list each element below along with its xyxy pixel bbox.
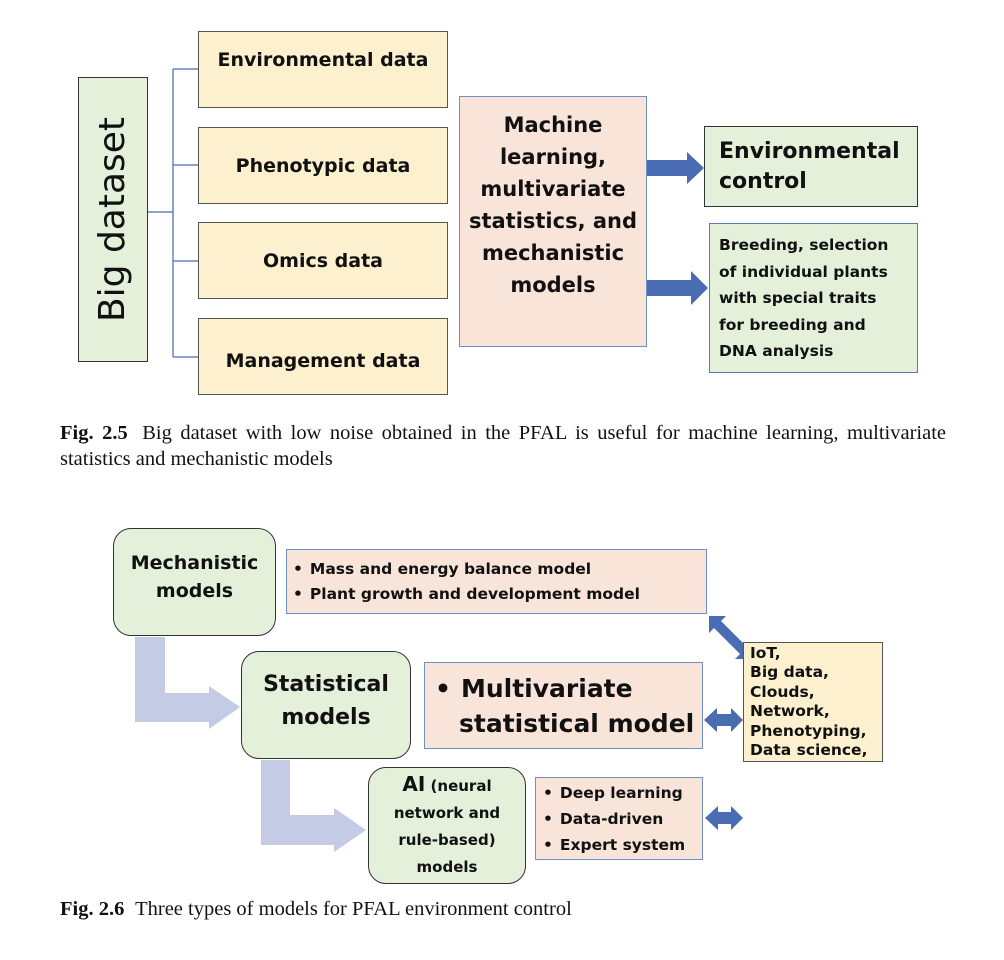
double-arrow-statistical-tech <box>704 708 743 732</box>
breeding-box: Breeding, selection of individual plants… <box>709 223 918 373</box>
methods-line: statistics, and <box>468 209 638 233</box>
statistical-item-line: statistical model <box>459 708 695 738</box>
input-label: Phenotypic data <box>235 154 411 177</box>
statistical-item-line: Multivariate <box>460 673 633 703</box>
tech-item: Big data, <box>750 663 829 681</box>
methods-line: models <box>510 273 596 297</box>
mechanistic-items-box: Mass and energy balance model Plant grow… <box>286 549 707 614</box>
control-line: control <box>719 168 807 194</box>
tech-item: IoT, <box>750 643 781 662</box>
statistical-items-box: •Multivariate statistical model <box>424 662 703 749</box>
caption-text: Three types of models for PFAL environme… <box>135 898 572 920</box>
methods-box: Machine learning, multivariate statistic… <box>459 96 647 347</box>
mechanistic-models-box: Mechanistic models <box>113 528 276 636</box>
ai-models-box: AI (neural network and rule-based) model… <box>368 767 526 884</box>
model-name-line: (neural <box>430 776 492 795</box>
environmental-control-box: Environmental control <box>704 126 918 207</box>
ai-item: Expert system <box>543 832 685 858</box>
statistical-item: •Multivariate statistical model <box>435 671 694 741</box>
control-line: Environmental <box>719 138 900 164</box>
ai-item: Deep learning <box>543 780 685 806</box>
methods-line: Machine <box>503 113 603 137</box>
methods-line: multivariate <box>480 177 626 201</box>
tree-connector <box>148 68 198 358</box>
input-box-omics: Omics data <box>198 222 448 299</box>
breeding-line: Breeding, selection <box>719 236 889 254</box>
model-name-line: models <box>416 857 478 876</box>
tech-item: Data science, <box>750 741 868 759</box>
ai-label: AI <box>402 771 426 796</box>
ai-items-box: Deep learning Data-driven Expert system <box>535 777 703 860</box>
breeding-line: for breeding and <box>719 315 866 334</box>
model-name-line: rule-based) <box>398 830 496 849</box>
arrow-statistical-to-ai <box>261 760 366 852</box>
breeding-line: with special traits <box>719 289 877 307</box>
big-dataset-label: Big dataset <box>92 116 134 323</box>
breeding-line: DNA analysis <box>719 342 834 360</box>
big-dataset-box: Big dataset <box>78 77 148 362</box>
statistical-models-box: Statistical models <box>241 651 411 759</box>
methods-line: mechanistic <box>481 241 625 265</box>
input-label: Management data <box>225 349 421 372</box>
tech-item: Phenotyping, <box>750 721 867 740</box>
figure-2-5-caption: Fig. 2.5 Big dataset with low noise obta… <box>60 420 946 472</box>
tech-item: Network, <box>750 702 830 720</box>
caption-label: Fig. 2.5 <box>60 422 128 444</box>
arrow-to-breeding <box>647 271 708 305</box>
technology-box: IoT, Big data, Clouds, Network, Phenotyp… <box>743 642 883 762</box>
model-name-line: models <box>155 580 234 602</box>
arrow-to-control <box>647 152 704 184</box>
model-name-line: network and <box>393 803 501 822</box>
double-arrow-mechanistic-tech <box>709 616 752 659</box>
model-name-line: Statistical <box>263 672 389 697</box>
double-arrow-ai-tech <box>705 806 743 830</box>
input-box-management: Management data <box>198 318 448 395</box>
input-label: Omics data <box>263 249 383 272</box>
input-label: Environmental data <box>217 48 429 71</box>
input-box-phenotypic: Phenotypic data <box>198 127 448 204</box>
mechanistic-item: Mass and energy balance model <box>293 557 640 582</box>
arrow-mechanistic-to-statistical <box>135 637 240 729</box>
caption-label: Fig. 2.6 <box>60 898 125 920</box>
tech-item: Clouds, <box>750 682 815 701</box>
model-name-line: models <box>281 705 371 730</box>
breeding-line: of individual plants <box>719 262 888 281</box>
methods-line: learning, <box>499 145 607 169</box>
mechanistic-item: Plant growth and development model <box>293 582 640 607</box>
ai-item: Data-driven <box>543 806 685 832</box>
model-name-line: Mechanistic <box>130 552 259 574</box>
figure-2-6-caption: Fig. 2.6 Three types of models for PFAL … <box>60 896 946 922</box>
input-box-environmental: Environmental data <box>198 31 448 108</box>
caption-text: Big dataset with low noise obtained in t… <box>60 422 947 470</box>
